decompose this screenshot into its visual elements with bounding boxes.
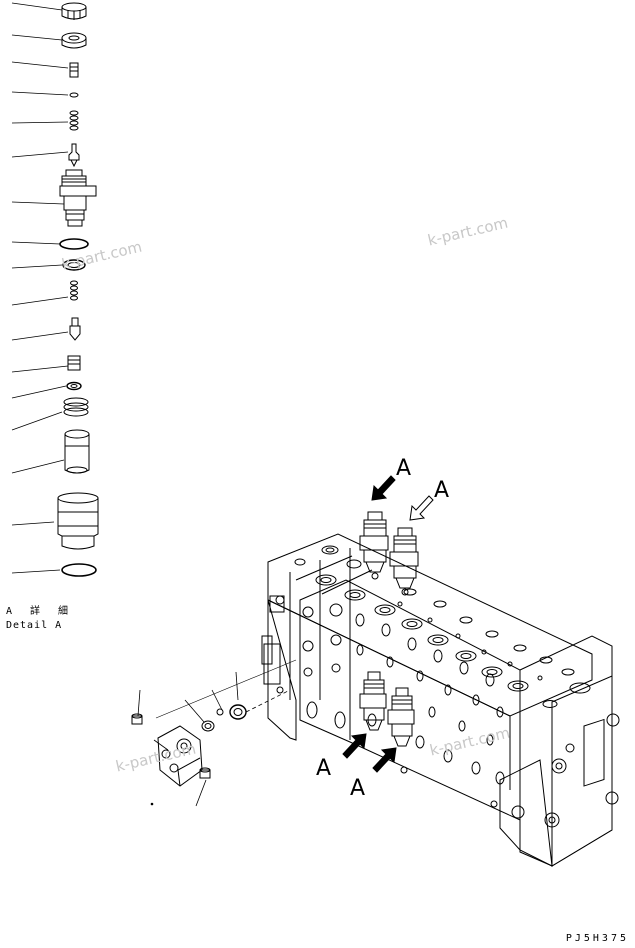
- seal-ring-part: [66, 381, 82, 391]
- spring-3-part: [63, 397, 89, 417]
- section-separators: [289, 548, 373, 740]
- top-face-ports: [294, 545, 591, 708]
- valve-body-part: [59, 169, 97, 227]
- orifice-part: [201, 720, 215, 732]
- view-label-a-2: A: [434, 478, 450, 503]
- piston-part: [69, 317, 81, 341]
- detail-label-english: Detail A: [6, 620, 63, 631]
- drawing-code: PJ5H375: [565, 933, 629, 944]
- arrow-lower-1: [342, 733, 367, 759]
- adjust-screw-part: [69, 62, 79, 78]
- control-valve-block: [261, 511, 620, 867]
- o-ring-large-part: [59, 238, 89, 250]
- valve-top-face: [267, 533, 593, 717]
- lower-relief-valve-1: [359, 671, 387, 731]
- hex-bolt-part: [199, 767, 211, 779]
- view-label-a-1: A: [396, 456, 412, 481]
- lock-nut-part: [61, 32, 87, 49]
- plug-ring-part: [216, 708, 224, 716]
- front-face-ports: [302, 603, 505, 808]
- housing-part: [57, 492, 99, 550]
- arrow-lower-2: [372, 747, 397, 773]
- collar-part: [229, 704, 247, 720]
- upper-relief-valve-1: [359, 511, 389, 580]
- arrow-upper-1: [371, 475, 396, 501]
- view-arrows: [342, 475, 434, 773]
- left-side-details: [261, 595, 285, 694]
- valve-end-cap: [519, 635, 613, 867]
- view-label-a-3: A: [316, 756, 332, 781]
- upper-relief-valve-2: [389, 527, 419, 596]
- end-cap-bolts: [544, 713, 620, 828]
- plug-part: [67, 355, 81, 371]
- small-bolt-part: [131, 713, 143, 725]
- view-label-a-4: A: [350, 776, 366, 801]
- small-o-ring-part: [69, 92, 79, 98]
- backup-ring-part: [62, 259, 86, 271]
- detail-a-parts: [11, 2, 99, 577]
- spring-2-part: [70, 280, 78, 301]
- arrow-upper-2: [409, 495, 434, 521]
- lower-relief-valve-2: [387, 687, 415, 747]
- o-ring-bottom-part: [61, 563, 97, 577]
- side-cover-parts: [131, 659, 297, 807]
- valve-bottom-flange: [499, 759, 553, 867]
- detail-label-japanese: A 詳 細: [6, 606, 75, 617]
- poppet-part: [68, 143, 80, 168]
- sleeve-part: [64, 429, 90, 474]
- spring-part: [69, 110, 79, 131]
- cap-nut-part: [61, 2, 87, 20]
- leader-lines: [11, 2, 69, 574]
